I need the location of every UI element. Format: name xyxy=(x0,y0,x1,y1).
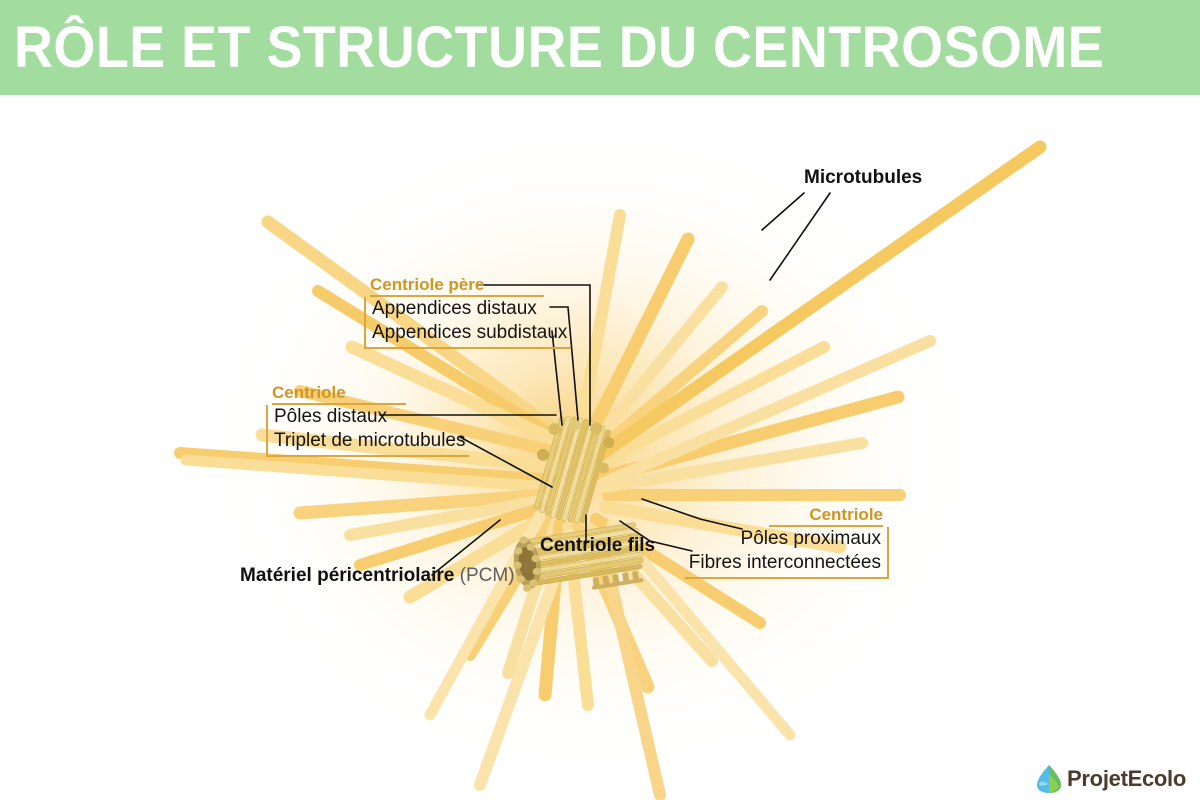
label-centriole-pere-box: Appendices distaux Appendices subdistaux xyxy=(364,297,572,349)
label-centriole-pere: Centriole père Appendices distaux Append… xyxy=(364,275,572,349)
header-banner: RÔLE ET STRUCTURE DU CENTROSOME xyxy=(0,0,1200,95)
appendices-subdistaux xyxy=(536,448,610,474)
poles-proximaux-ring xyxy=(513,536,541,592)
label-centriole-proximal-box: Pôles proximaux Fibres interconnectées xyxy=(684,527,889,579)
microtubules-layer xyxy=(174,140,1047,800)
label-centriole-pere-header: Centriole père xyxy=(364,275,571,297)
fibres-interconnectees xyxy=(591,570,644,590)
microtubule-rays xyxy=(174,140,1047,800)
centrosome-diagram: Microtubules Centriole père Appendices d… xyxy=(0,95,1200,800)
centriole-fils-structure xyxy=(513,522,644,592)
label-centriole-distal-header: Centriole xyxy=(266,383,469,405)
projetecolo-logo[interactable]: ProjetEcolo xyxy=(1036,764,1186,794)
logo-text: ProjetEcolo xyxy=(1067,766,1186,791)
leader-lines xyxy=(379,192,831,576)
leaf-droplet-icon xyxy=(1037,765,1062,793)
label-centriole-fils: Centriole fils xyxy=(540,535,656,556)
label-centriole-proximal: Centriole Pôles proximaux Fibres interco… xyxy=(684,505,889,579)
label-pcm: Matériel péricentriolaire (PCM) xyxy=(240,565,515,586)
page-title: RÔLE ET STRUCTURE DU CENTROSOME xyxy=(14,14,1105,80)
label-microtubules: Microtubules xyxy=(804,167,923,188)
label-centriole-distal: Centriole Pôles distaux Triplet de micro… xyxy=(266,383,470,457)
appendices-distaux xyxy=(548,418,615,449)
centriole-pere-structure xyxy=(534,416,615,523)
label-centriole-distal-box: Pôles distaux Triplet de microtubules xyxy=(266,405,470,457)
label-centriole-proximal-header: Centriole xyxy=(685,505,889,527)
